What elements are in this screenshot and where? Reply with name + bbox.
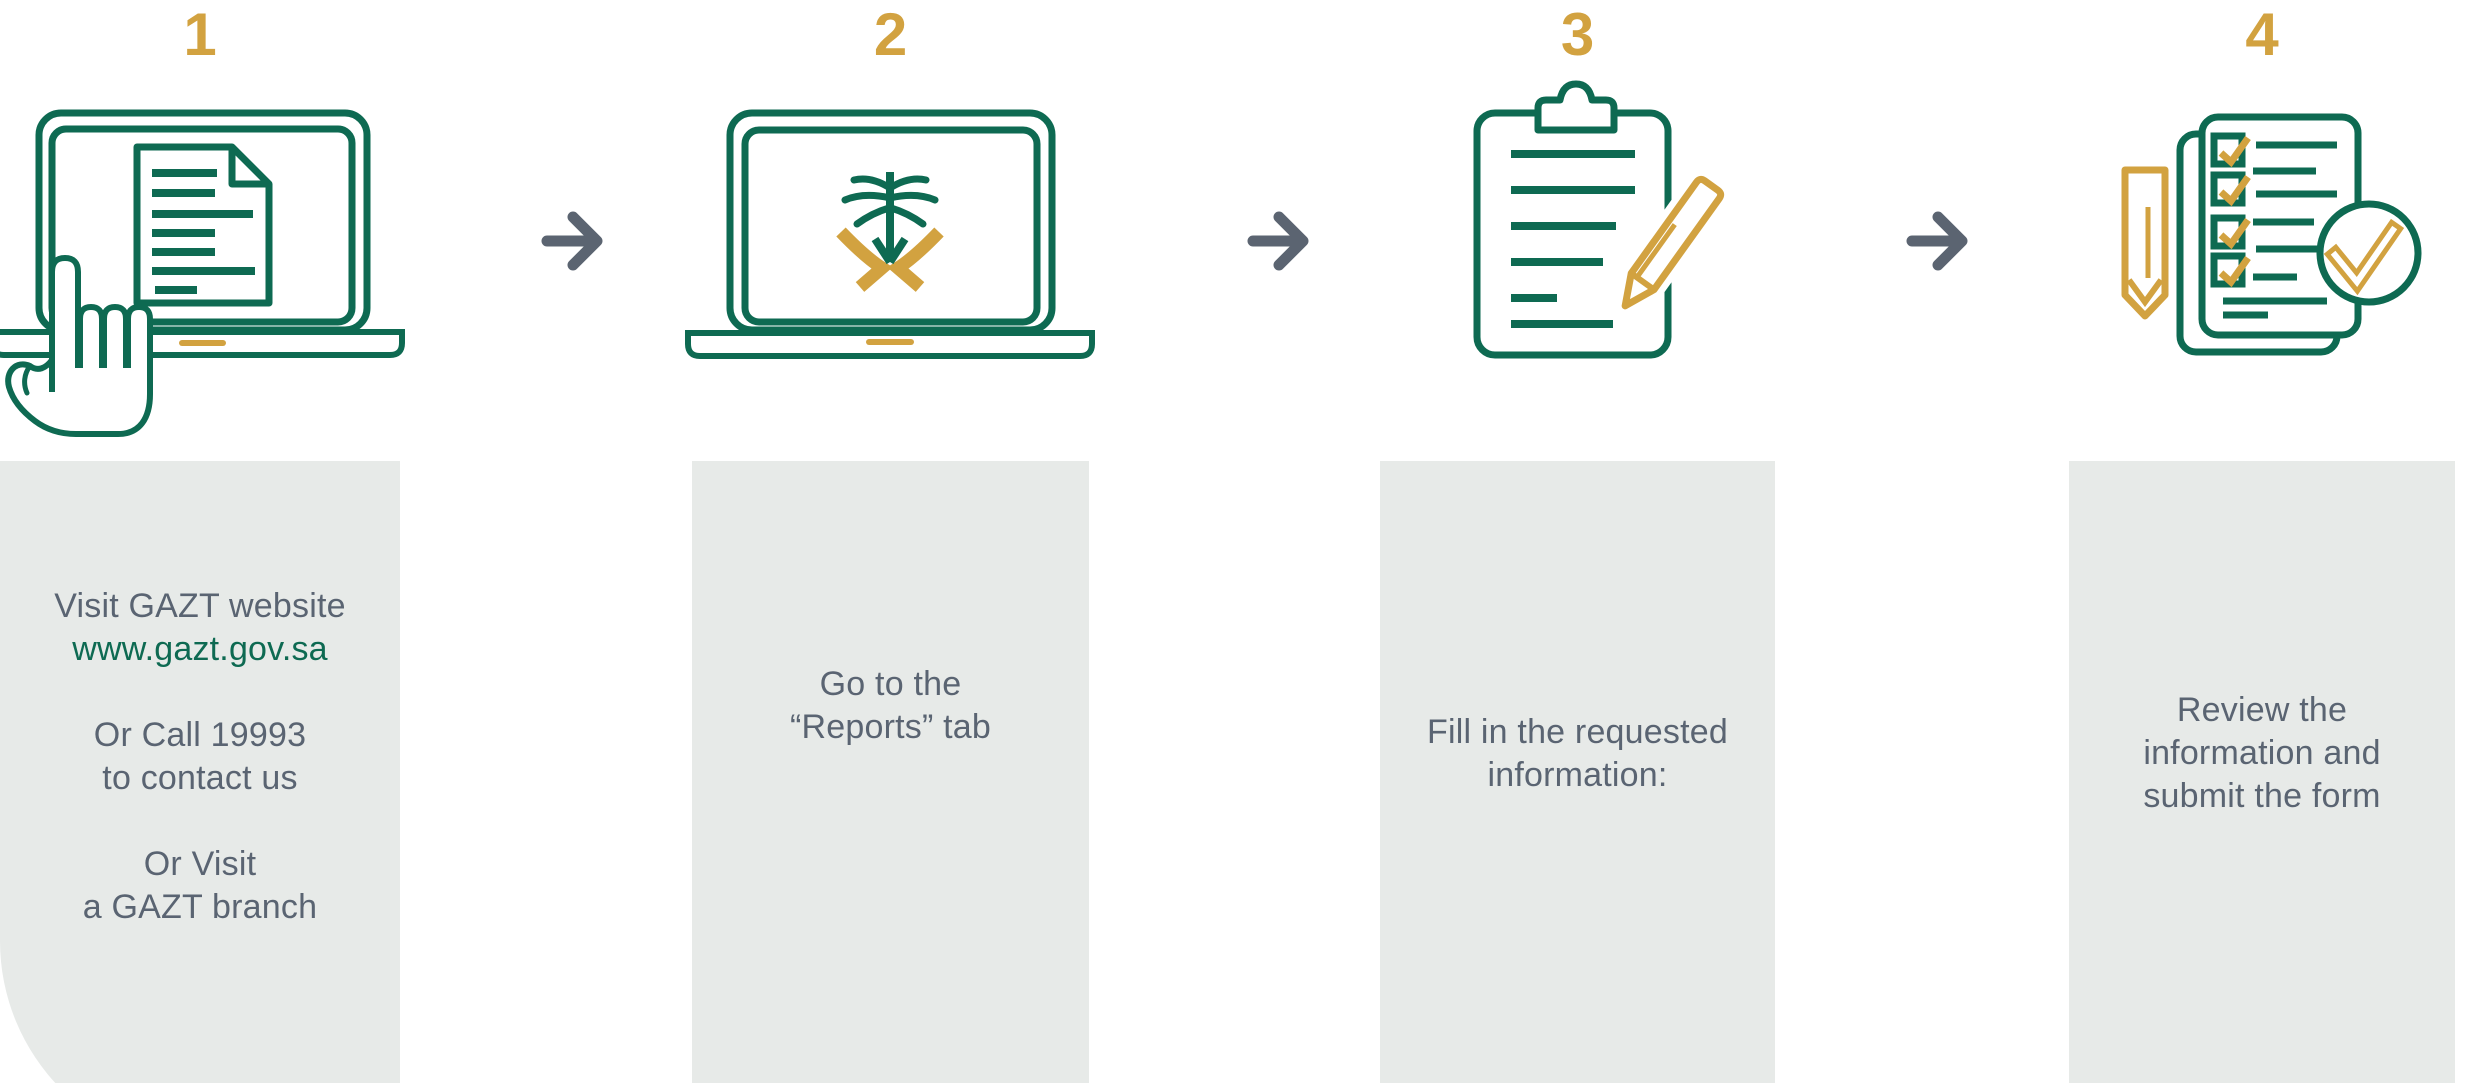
- step-4-text-line: submit the form: [2143, 777, 2381, 815]
- step-2-text-line: Go to the: [819, 665, 962, 703]
- step-3-number: 3: [1560, 1, 1595, 68]
- pen-icon: [2121, 166, 2169, 320]
- pen-icon: [1615, 169, 1731, 316]
- laptop-website-click-icon: [0, 109, 405, 437]
- step-1-text-line: Or Visit: [143, 845, 257, 883]
- step-3-description: Fill in the requested information:: [1380, 711, 1775, 797]
- arrow-right-icon: [541, 211, 603, 271]
- step-2-text-line: “Reports” tab: [789, 708, 991, 746]
- step-2-description: Go to the “Reports” tab: [692, 663, 1089, 749]
- step-4-number: 4: [2245, 1, 2279, 68]
- laptop-gazt-emblem-icon: [685, 109, 1095, 359]
- step-1-text-line: Or Call 19993: [93, 716, 307, 754]
- step-1-text-line: to contact us: [102, 759, 298, 797]
- arrow-right-icon: [1906, 211, 1968, 271]
- clipboard-pen-icon: [1473, 80, 1731, 359]
- step-4-panel: [2069, 461, 2455, 1083]
- step-3-panel: [1380, 461, 1775, 1083]
- checkbox-checks: [2218, 135, 2251, 288]
- step-4-text-line: information and: [2143, 734, 2381, 772]
- step-1-text-line: Visit GAZT website: [54, 587, 346, 625]
- approved-check-circle-icon: [2316, 200, 2422, 306]
- step-1-description: Visit GAZT website www.gazt.gov.sa Or Ca…: [0, 585, 400, 929]
- gazt-website-link[interactable]: www.gazt.gov.sa: [72, 630, 328, 668]
- step-3-text-line: Fill in the requested: [1427, 713, 1728, 751]
- step-1-number: 1: [183, 1, 217, 68]
- pointing-hand-icon: [5, 254, 153, 437]
- arrow-right-icon: [1247, 211, 1309, 271]
- step-2-panel: [692, 461, 1089, 1083]
- step-1-text-line: a GAZT branch: [82, 888, 318, 926]
- palm-and-swords-emblem-icon: [836, 172, 944, 292]
- step-4-description: Review the information and submit the fo…: [2069, 689, 2455, 818]
- step-1-panel: [0, 461, 400, 1083]
- checklist-check-pen-icon: [2121, 113, 2422, 356]
- step-4-text-line: Review the: [2176, 691, 2348, 729]
- step-3-text-line: information:: [1487, 756, 1668, 794]
- step-2-number: 2: [873, 1, 908, 68]
